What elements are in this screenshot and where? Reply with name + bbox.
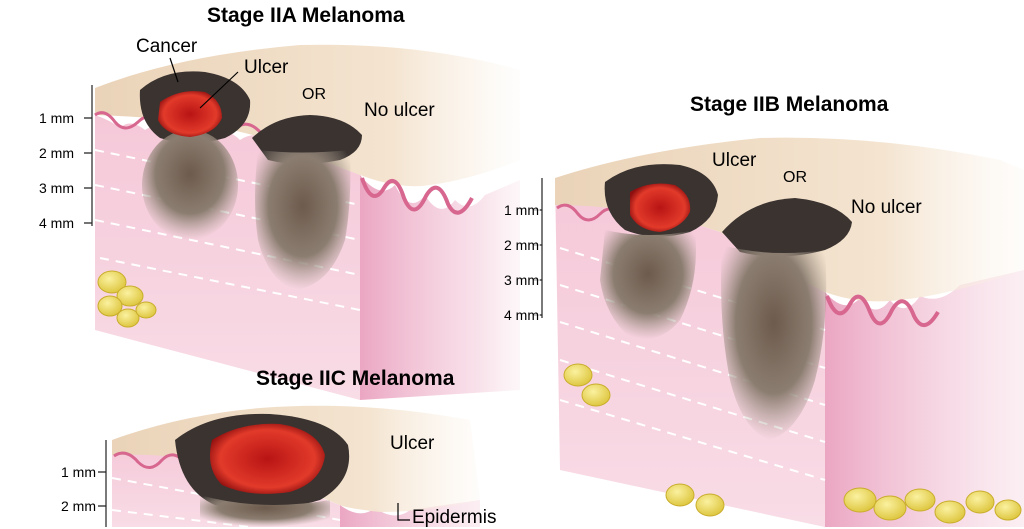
stage-iia-skin-block bbox=[84, 44, 520, 400]
stage-iic-skin-block bbox=[98, 405, 480, 527]
iia-or-label: OR bbox=[302, 86, 326, 103]
stage-iic-title: Stage IIC Melanoma bbox=[256, 367, 455, 390]
iic-epidermis-wave bbox=[113, 451, 188, 469]
iic-scale-bracket bbox=[98, 440, 107, 527]
iib-fat-globules bbox=[563, 363, 1022, 524]
iic-epidermis-leader bbox=[397, 503, 410, 521]
iib-depth-4mm: 4 mm bbox=[504, 307, 539, 323]
iib-side-wave bbox=[825, 294, 940, 327]
iib-lesion-no-ulcer bbox=[722, 198, 852, 257]
iib-ulcer bbox=[630, 183, 691, 232]
iia-tumor-no-ulcer bbox=[255, 150, 351, 290]
iia-side-wave bbox=[360, 177, 474, 215]
iib-or-label: OR bbox=[783, 169, 807, 186]
iib-depth-1mm: 1 mm bbox=[504, 202, 539, 218]
stage-iib-skin-block bbox=[534, 137, 1024, 527]
iia-depth-3mm: 3 mm bbox=[39, 180, 74, 196]
iic-depth-1mm: 1 mm bbox=[61, 464, 96, 480]
iia-depth-2mm: 2 mm bbox=[39, 145, 74, 161]
iib-no-ulcer-label: No ulcer bbox=[851, 197, 922, 218]
iia-cancer-label: Cancer bbox=[136, 36, 198, 57]
iia-fade bbox=[480, 60, 540, 410]
iic-tumor bbox=[200, 495, 330, 527]
iia-cancer-leader bbox=[169, 57, 179, 83]
iia-scale-bracket bbox=[84, 85, 93, 226]
iia-ulcer-leader bbox=[199, 71, 239, 109]
stage-iib-title: Stage IIB Melanoma bbox=[690, 93, 889, 116]
iia-depth-1mm: 1 mm bbox=[39, 110, 74, 126]
stage-iia-title: Stage IIA Melanoma bbox=[207, 4, 405, 27]
iia-ulcer-label: Ulcer bbox=[244, 57, 289, 78]
iib-tumor-no-ulcer bbox=[721, 245, 827, 440]
iia-tumor-ulcer bbox=[142, 130, 238, 240]
iic-ulcer-label: Ulcer bbox=[390, 433, 435, 454]
iic-epidermis-label: Epidermis bbox=[412, 507, 497, 528]
iib-tumor-ulcer bbox=[600, 230, 696, 340]
iib-ulcer-label: Ulcer bbox=[712, 150, 757, 171]
iia-fat-globules bbox=[97, 270, 157, 328]
iib-side-face bbox=[825, 270, 1024, 527]
iia-depth-4mm: 4 mm bbox=[39, 215, 74, 231]
iia-no-ulcer-label: No ulcer bbox=[364, 100, 435, 121]
iib-depth-3mm: 3 mm bbox=[504, 272, 539, 288]
iic-depth-2mm: 2 mm bbox=[61, 498, 96, 514]
iic-ulcer bbox=[209, 423, 325, 494]
iib-depth-2mm: 2 mm bbox=[504, 237, 539, 253]
